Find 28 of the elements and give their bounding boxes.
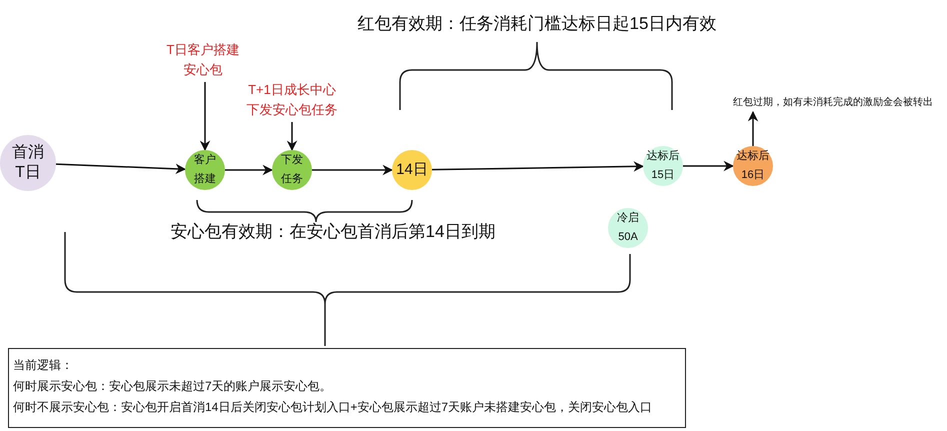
brace-label: 安心包有效期：在安心包首消后第14日到期 bbox=[170, 221, 496, 243]
arrow bbox=[748, 110, 758, 146]
arrow bbox=[432, 161, 644, 172]
node-label: 达标后16日 bbox=[736, 149, 770, 183]
annotation-text: T+1日成长中心下发安心包任务 bbox=[244, 80, 340, 120]
note-text: 何时不展示安心包：安心包开启首消14日后关闭安心包计划入口+安心包展示超过7天账户未搭建安心包，关闭安心包入口 bbox=[13, 399, 654, 416]
circle-node bbox=[185, 150, 225, 190]
node-label: 冷启50A bbox=[616, 210, 640, 245]
arrow bbox=[683, 160, 734, 172]
arrow bbox=[56, 163, 186, 174]
note-text: 当前逻辑： bbox=[13, 357, 74, 374]
arrow bbox=[312, 164, 394, 176]
note-box bbox=[8, 348, 686, 428]
brace-label: 红包有效期：任务消耗门槛达标日起15日内有效 bbox=[358, 13, 716, 35]
circle-node bbox=[272, 150, 312, 190]
arrow bbox=[200, 82, 210, 152]
note-text: 何时展示安心包：安心包展示未超过7天的账户展示安心包。 bbox=[13, 378, 333, 395]
node-label: 14日 bbox=[395, 161, 429, 179]
annotation-text: T日客户搭建安心包 bbox=[163, 40, 243, 80]
annotation-text: 红包过期，如有未消耗完成的激励金会被转出 bbox=[722, 93, 944, 113]
node-label: 下发任务 bbox=[280, 153, 304, 187]
node-label: 达标后15日 bbox=[646, 149, 680, 183]
circle-node bbox=[392, 150, 432, 190]
arrow bbox=[286, 122, 298, 152]
node-label: 首消T日 bbox=[11, 143, 45, 183]
circle-node bbox=[608, 208, 648, 248]
arrow bbox=[225, 164, 274, 176]
node-label: 客户搭建 bbox=[193, 152, 217, 187]
